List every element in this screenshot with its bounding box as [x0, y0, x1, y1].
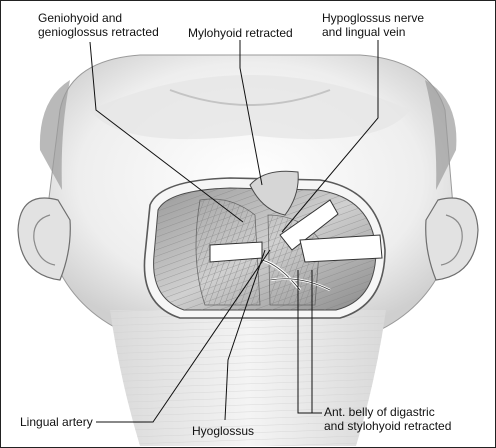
label-hypoglossus-nerve: Hypoglossus nerve and lingual vein: [322, 11, 425, 39]
surgical-field: [143, 170, 386, 319]
leader-digastric-2: [311, 270, 322, 414]
leader-lingual-artery: [96, 249, 271, 423]
left-ear: [17, 197, 71, 281]
leader-hypoglossus-nerve: [281, 40, 379, 233]
label-hyoglossus: Hyoglossus: [192, 424, 255, 438]
right-ear: [425, 197, 479, 281]
leader-geniohyoid: [89, 41, 244, 223]
label-lingual-artery: Lingual artery: [20, 415, 93, 429]
label-digastric: Ant. belly of digastric and stylohyoid r…: [324, 405, 452, 433]
leader-hyoglossus: [224, 249, 266, 421]
neck: [110, 310, 386, 446]
leader-mylohyoid: [239, 40, 263, 186]
leader-lines: [89, 40, 379, 423]
label-mylohyoid: Mylohyoid retracted: [188, 26, 293, 40]
label-geniohyoid: Geniohyoid and genioglossus retracted: [38, 11, 159, 39]
